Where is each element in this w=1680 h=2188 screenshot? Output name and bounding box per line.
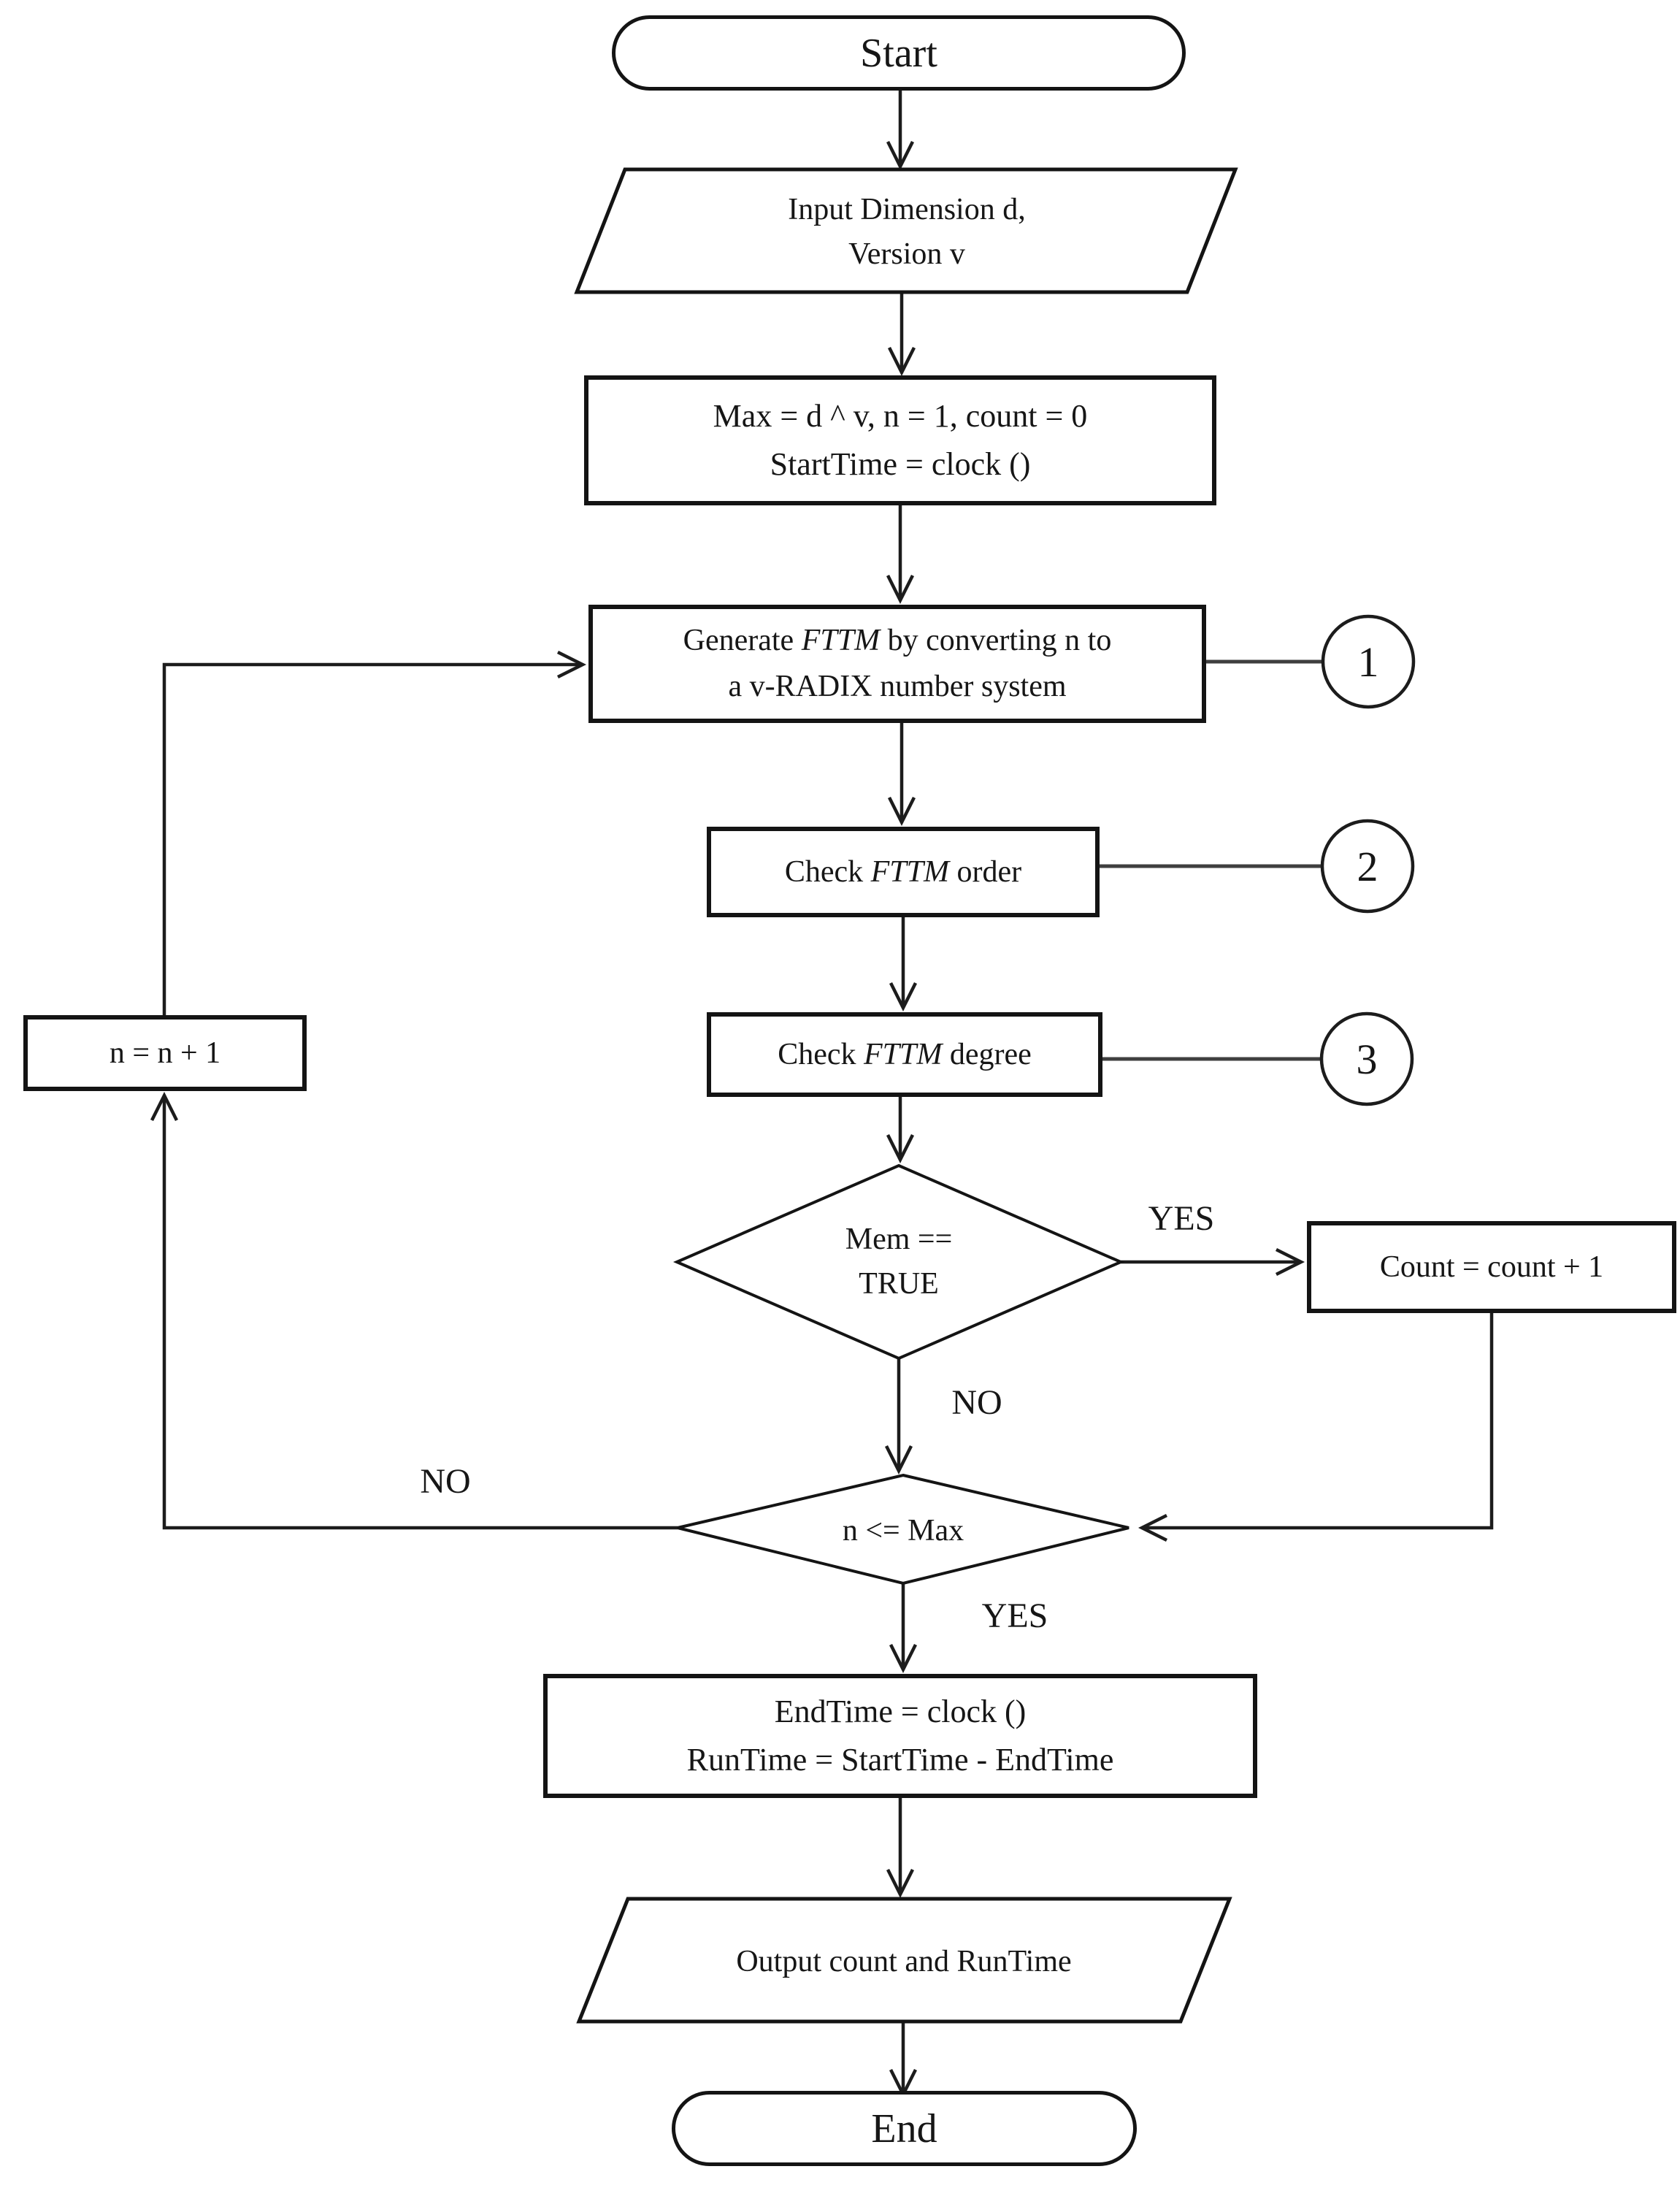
check-order-pre: Check [784,854,871,889]
end-terminal: End [672,2091,1137,2166]
check-degree-pre: Check [778,1037,864,1071]
edge-max-no-to-increment [150,1091,678,1530]
edge-increment-to-generate [162,650,587,1015]
end-label: End [871,2105,937,2151]
max-decision-diamond: n <= Max [757,1509,1049,1553]
generate-text-pre: Generate [683,624,802,657]
ref-circle-2-shape [1320,819,1415,914]
endtime-text-line1: EndTime = clock () [774,1694,1027,1729]
mem-decision-diamond: Mem == TRUE [753,1212,1045,1312]
max-yes-label: YES [981,1596,1048,1635]
generate-text-line2: a v-RADIX number system [728,670,1067,703]
max-no-label: NO [420,1461,471,1501]
mem-decision-line1: Mem == [845,1223,953,1257]
input-text-line2: Version v [848,237,965,271]
check-order-fttm: FTTM [870,854,950,889]
ref-circle-1-number: 1 [1357,638,1379,686]
generate-text-line1: Generate FTTM by converting n to [683,618,1112,664]
check-degree-post: degree [942,1037,1032,1071]
output-parallelogram: Output count and RunTime [612,1938,1196,1985]
input-parallelogram: Input Dimension d, Version v [615,181,1199,283]
init-text-line1: Max = d ^ v, n = 1, count = 0 [713,398,1088,434]
max-decision-text: n <= Max [842,1513,964,1548]
mem-decision-line2: TRUE [859,1267,939,1301]
generate-text-post: by converting n to [880,624,1112,657]
init-process-box: Max = d ^ v, n = 1, count = 0 StartTime … [584,375,1216,505]
max-decision-diamond-shape [677,1473,1129,1585]
endtime-text-line2: RunTime = StartTime - EndTime [686,1742,1114,1778]
output-text: Output count and RunTime [736,1944,1072,1978]
count-text: Count = count + 1 [1379,1250,1604,1284]
check-degree-box: Check FTTM degree [707,1012,1102,1097]
output-parallelogram-shape [576,1897,1232,2024]
input-text-line1: Input Dimension d, [788,193,1026,227]
mem-no-label: NO [951,1382,1002,1422]
generate-fttm-box: Generate FTTM by converting n to a v-RAD… [588,605,1206,723]
ref-circle-3-number: 3 [1356,1035,1378,1083]
endtime-box: EndTime = clock () RunTime = StartTime -… [543,1674,1257,1798]
increment-text: n = n + 1 [109,1036,221,1070]
generate-text-fttm: FTTM [801,624,881,657]
check-degree-text: Check FTTM degree [778,1032,1032,1078]
mem-decision-diamond-shape [672,1163,1125,1361]
init-text-line2: StartTime = clock () [770,446,1031,482]
check-order-box: Check FTTM order [707,827,1100,917]
edge-count-to-max-decision [1138,1313,1494,1542]
ref-circle-2-number: 2 [1357,842,1378,890]
check-order-post: order [949,854,1022,889]
increment-box: n = n + 1 [23,1015,307,1091]
start-label: Start [860,30,937,76]
start-terminal: Start [612,15,1186,91]
count-box: Count = count + 1 [1307,1221,1676,1313]
ref-circle-1-shape [1321,614,1416,709]
ref-circle-3-shape [1319,1011,1414,1106]
check-degree-fttm: FTTM [864,1037,943,1071]
input-parallelogram-shape [574,167,1238,294]
check-order-text: Check FTTM order [785,849,1021,895]
mem-yes-label: YES [1148,1198,1215,1238]
